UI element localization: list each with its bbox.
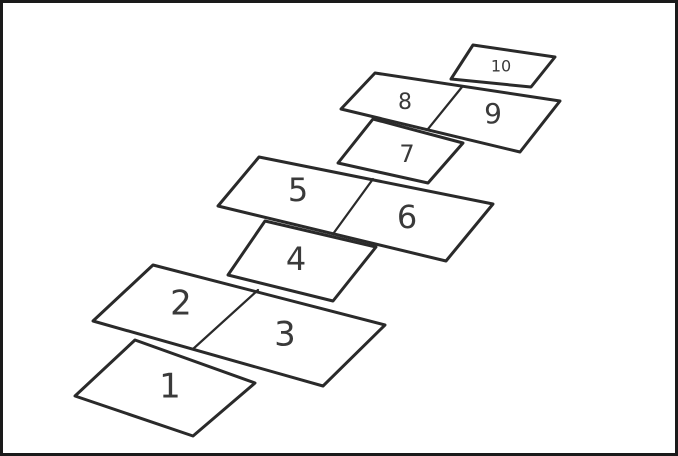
label-1: 1 xyxy=(159,367,181,407)
square-row-2-3 xyxy=(93,265,385,386)
square-row-5-6 xyxy=(218,157,493,261)
divider-8-9 xyxy=(428,87,462,129)
divider-2-3 xyxy=(193,290,258,349)
label-2: 2 xyxy=(170,284,192,324)
label-4: 4 xyxy=(286,240,306,278)
label-5: 5 xyxy=(288,171,308,209)
label-9: 9 xyxy=(484,97,502,130)
divider-5-6 xyxy=(333,179,373,234)
label-10: 10 xyxy=(491,57,511,76)
label-7: 7 xyxy=(399,140,414,168)
label-6: 6 xyxy=(397,198,417,236)
label-8: 8 xyxy=(398,90,412,115)
label-3: 3 xyxy=(274,315,296,355)
hopscotch-diagram: 1 2 3 4 5 6 7 8 9 10 xyxy=(3,3,675,453)
